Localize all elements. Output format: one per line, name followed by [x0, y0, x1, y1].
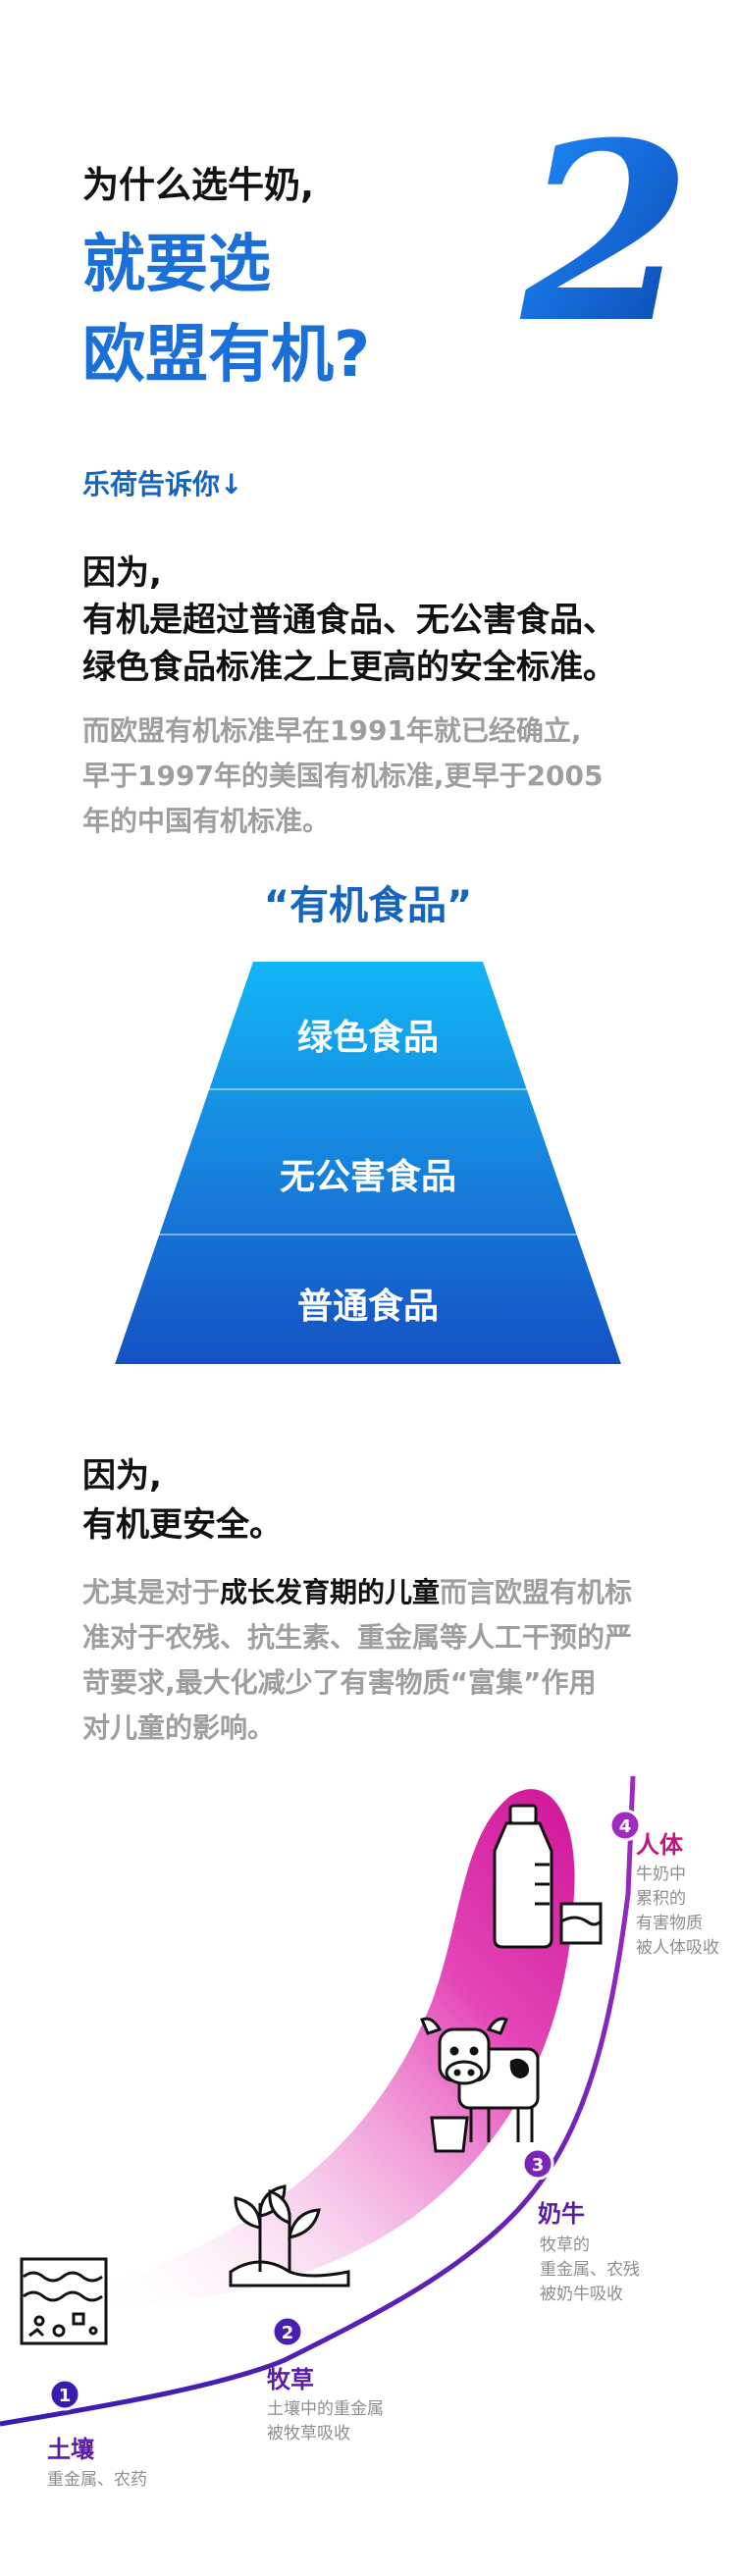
step-2-name: 牧草	[267, 2366, 314, 2393]
step-4-desc-3: 有害物质	[636, 1914, 703, 1933]
step-2-desc-1: 土壤中的重金属	[267, 2399, 384, 2419]
pyramid-title: “有机食品”	[263, 883, 473, 928]
section1-title-3: 绿色食品标准之上更高的安全标准。	[82, 648, 616, 687]
step-badge-4-number: 4	[619, 1816, 632, 1837]
section2-para-4: 对儿童的影响。	[82, 1711, 276, 1744]
step-badge-2-number: 2	[282, 2323, 294, 2343]
section1-para-1: 而欧盟有机标准早在1991年就已经确立,	[82, 714, 582, 747]
section1-title-2: 有机是超过普通食品、无公害食品、	[82, 601, 616, 640]
headline-line3: 欧盟有机?	[82, 319, 371, 392]
headline-line1: 为什么选牛奶,	[82, 164, 315, 206]
step-3-name: 奶牛	[538, 2200, 585, 2228]
step-badge-1: 1	[48, 2378, 81, 2411]
step-2-desc-2: 被牧草吸收	[267, 2424, 350, 2444]
para-prefix: 尤其是对于	[82, 1576, 221, 1608]
para-suffix: 而言欧盟有机标	[440, 1576, 633, 1608]
accumulation-plume	[79, 1789, 575, 2306]
pyramid-shape	[115, 962, 621, 1364]
section2-title-1: 因为,	[82, 1456, 162, 1496]
pyramid-chart	[0, 957, 736, 1369]
section2-para-1: 尤其是对于成长发育期的儿童而言欧盟有机标	[82, 1570, 632, 1615]
step-3-desc-3: 被奶牛吸收	[540, 2285, 623, 2304]
step-badge-3: 3	[521, 2147, 554, 2181]
step-3-desc-1: 牧草的	[540, 2235, 590, 2255]
step-4-desc-1: 牛奶中	[636, 1865, 686, 1884]
cow-icon	[420, 2017, 540, 2153]
section1-para-2: 早于1997年的美国有机标准,更早于2005	[82, 760, 604, 792]
section2-para-3: 苛要求,最大化减少了有害物质“富集”作用	[82, 1666, 597, 1699]
step-4-name: 人体	[636, 1831, 683, 1859]
grass-icon	[229, 2184, 350, 2287]
soil-icon	[20, 2257, 108, 2345]
number-two: 2	[519, 118, 692, 343]
step-badge-3-number: 3	[532, 2155, 545, 2176]
para-highlight: 成长发育期的儿童	[220, 1576, 441, 1608]
step-4-desc-2: 累积的	[636, 1889, 686, 1909]
step-1-name: 土壤	[47, 2436, 94, 2463]
pyramid-level-ordinary: 普通食品	[296, 1287, 439, 1327]
pyramid-level-pollution-free: 无公害食品	[279, 1157, 456, 1197]
section1-para-3: 年的中国有机标准。	[82, 805, 331, 837]
step-badge-2: 2	[271, 2315, 304, 2348]
number-two-graphic: 2	[519, 118, 692, 343]
accumulation-chain-diagram: 1 2 3 4	[0, 1775, 642, 2427]
step-badge-4: 4	[608, 1809, 642, 1842]
milk-bottle-icon	[493, 1804, 603, 1949]
brand-tells-you: 乐荷告诉你↓	[82, 468, 243, 500]
step-1-desc-1: 重金属、农药	[47, 2470, 147, 2490]
section2-para-2: 准对于农残、抗生素、重金属等人工干预的严	[82, 1621, 633, 1654]
section2-title-2: 有机更安全。	[82, 1505, 283, 1545]
step-3-desc-2: 重金属、农残	[540, 2260, 640, 2280]
step-badge-1-number: 1	[59, 2386, 72, 2406]
step-4-desc-4: 被人体吸收	[636, 1938, 719, 1958]
section1-title-1: 因为,	[82, 553, 162, 593]
food-chain-curve	[0, 1775, 636, 2427]
pyramid-level-green: 绿色食品	[296, 1018, 439, 1058]
headline-line2: 就要选	[82, 229, 271, 301]
